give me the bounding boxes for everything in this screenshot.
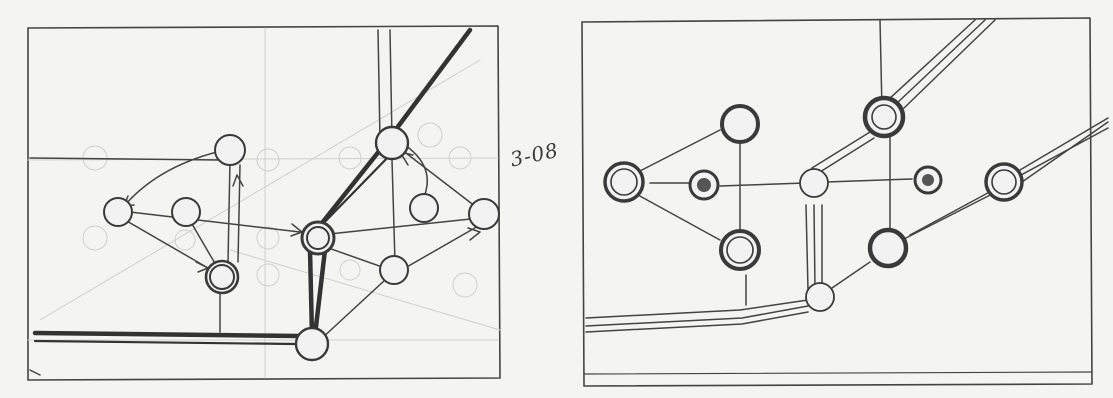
node xyxy=(410,194,438,222)
right-sketch-panel xyxy=(582,18,1108,386)
node xyxy=(380,256,408,284)
left-sketch-panel xyxy=(28,26,500,380)
node xyxy=(806,283,834,311)
right-frame xyxy=(582,18,1092,386)
right-lines xyxy=(638,20,1108,305)
node xyxy=(172,198,200,226)
node xyxy=(870,230,906,266)
node xyxy=(800,169,828,197)
node xyxy=(296,328,328,360)
node xyxy=(104,198,132,226)
node xyxy=(722,106,758,142)
left-heavy-paths xyxy=(35,30,470,342)
node xyxy=(469,199,499,229)
left-nodes xyxy=(104,127,499,360)
node xyxy=(376,127,408,159)
node xyxy=(215,135,245,165)
